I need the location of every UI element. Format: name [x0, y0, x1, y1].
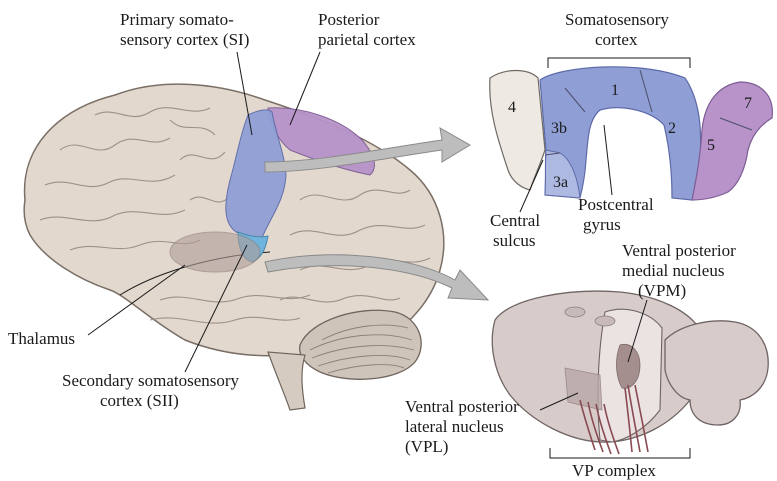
area-label-2: 2 [668, 120, 676, 137]
label-vpl-line1: Ventral posterior [405, 397, 519, 416]
thalamus-enlarged [492, 291, 768, 458]
label-vpl-line2: lateral nucleus [405, 417, 504, 436]
area-4 [490, 71, 545, 191]
area-label-5: 5 [707, 137, 715, 154]
label-central-line2: sulcus [493, 231, 536, 250]
label-si-line1: Primary somato- [120, 10, 234, 29]
label-postcentral-line2: gyrus [583, 215, 621, 234]
label-vpm-line1: Ventral posterior [622, 241, 736, 260]
label-postcentral-line1: Postcentral [578, 195, 654, 214]
leader-postcentral [604, 125, 612, 195]
label-sii-line2: cortex (SII) [100, 391, 179, 410]
cortex-cross-section: 4 3b 3a 1 2 5 7 [490, 58, 773, 200]
area-label-7: 7 [744, 95, 752, 112]
label-ppc-line1: Posterior [318, 10, 380, 29]
area-label-4: 4 [508, 99, 516, 116]
area-label-1: 1 [611, 82, 619, 99]
areas-5-7 [692, 82, 772, 200]
label-central-line1: Central [490, 211, 540, 230]
label-ppc-line2: parietal cortex [318, 30, 416, 49]
label-ss-line1: Somatosensory [565, 10, 669, 29]
area-label-3b: 3b [551, 120, 567, 137]
vp-complex-bracket [550, 448, 690, 458]
label-vpm-line2: medial nucleus [622, 261, 724, 280]
label-vpm-line3: (VPM) [638, 281, 686, 300]
brainstem [268, 352, 305, 410]
brain [24, 84, 444, 410]
label-thalamus: Thalamus [8, 329, 75, 348]
label-sii-line1: Secondary somatosensory [62, 371, 240, 390]
area-label-3a: 3a [553, 174, 568, 191]
thalamus-surface-bump [565, 307, 585, 317]
label-vp-complex: VP complex [572, 461, 656, 480]
label-si-line2: sensory cortex (SI) [120, 30, 249, 49]
thalamus-surface-bump [595, 316, 615, 326]
label-ss-line2: cortex [595, 30, 638, 49]
label-vpl-line3: (VPL) [405, 437, 448, 456]
